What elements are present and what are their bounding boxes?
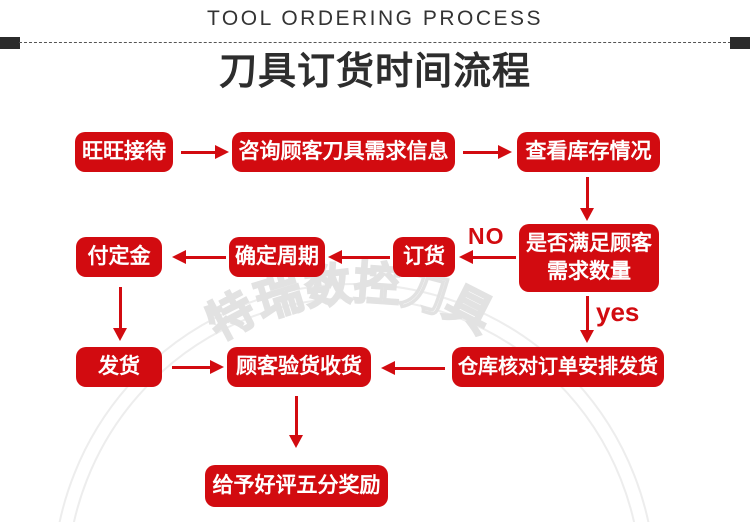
node-order: 订货 bbox=[393, 237, 455, 277]
node-inspect-receive: 顾客验货收货 bbox=[227, 347, 371, 387]
arrow-warehouse-to-inspect bbox=[381, 361, 445, 375]
branch-label-yes: yes bbox=[596, 297, 640, 327]
page-title: 刀具订货时间流程 bbox=[218, 51, 531, 93]
node-inquiry: 咨询顾客刀具需求信息 bbox=[232, 132, 455, 172]
node-ship: 发货 bbox=[76, 347, 162, 387]
node-reception: 旺旺接待 bbox=[75, 132, 173, 172]
arrow-meet-demand-to-order bbox=[459, 250, 516, 264]
node-warehouse-arrange: 仓库核对订单安排发货 bbox=[452, 347, 664, 387]
arrow-check-stock-to-meet-demand bbox=[580, 177, 594, 221]
arrow-inspect-to-reward bbox=[289, 396, 303, 448]
english-subtitle: TOOL ORDERING PROCESS bbox=[206, 7, 544, 30]
arrow-ship-to-inspect bbox=[172, 360, 224, 374]
node-confirm-cycle: 确定周期 bbox=[229, 237, 325, 277]
arrow-confirm-cycle-to-pay-deposit bbox=[172, 250, 226, 264]
branch-label-no: NO bbox=[468, 223, 505, 249]
node-meet-demand-line2: 需求数量 bbox=[547, 260, 631, 283]
node-reward: 给予好评五分奖励 bbox=[205, 465, 388, 507]
dashed-divider bbox=[19, 42, 731, 43]
divider-left-cap bbox=[0, 37, 20, 49]
arrow-pay-deposit-to-ship bbox=[113, 287, 127, 341]
arrow-inquiry-to-check-stock bbox=[463, 145, 512, 159]
node-meet-demand-line1: 是否满足顾客 bbox=[526, 231, 652, 255]
node-check-stock: 查看库存情况 bbox=[517, 132, 660, 172]
arrow-meet-demand-to-warehouse bbox=[580, 296, 594, 343]
arrow-order-to-confirm-cycle bbox=[328, 250, 390, 264]
arrow-reception-to-inquiry bbox=[181, 145, 229, 159]
divider-right-cap bbox=[730, 37, 750, 49]
node-pay-deposit: 付定金 bbox=[76, 237, 162, 277]
node-meet-demand: 是否满足顾客 需求数量 bbox=[519, 224, 659, 292]
